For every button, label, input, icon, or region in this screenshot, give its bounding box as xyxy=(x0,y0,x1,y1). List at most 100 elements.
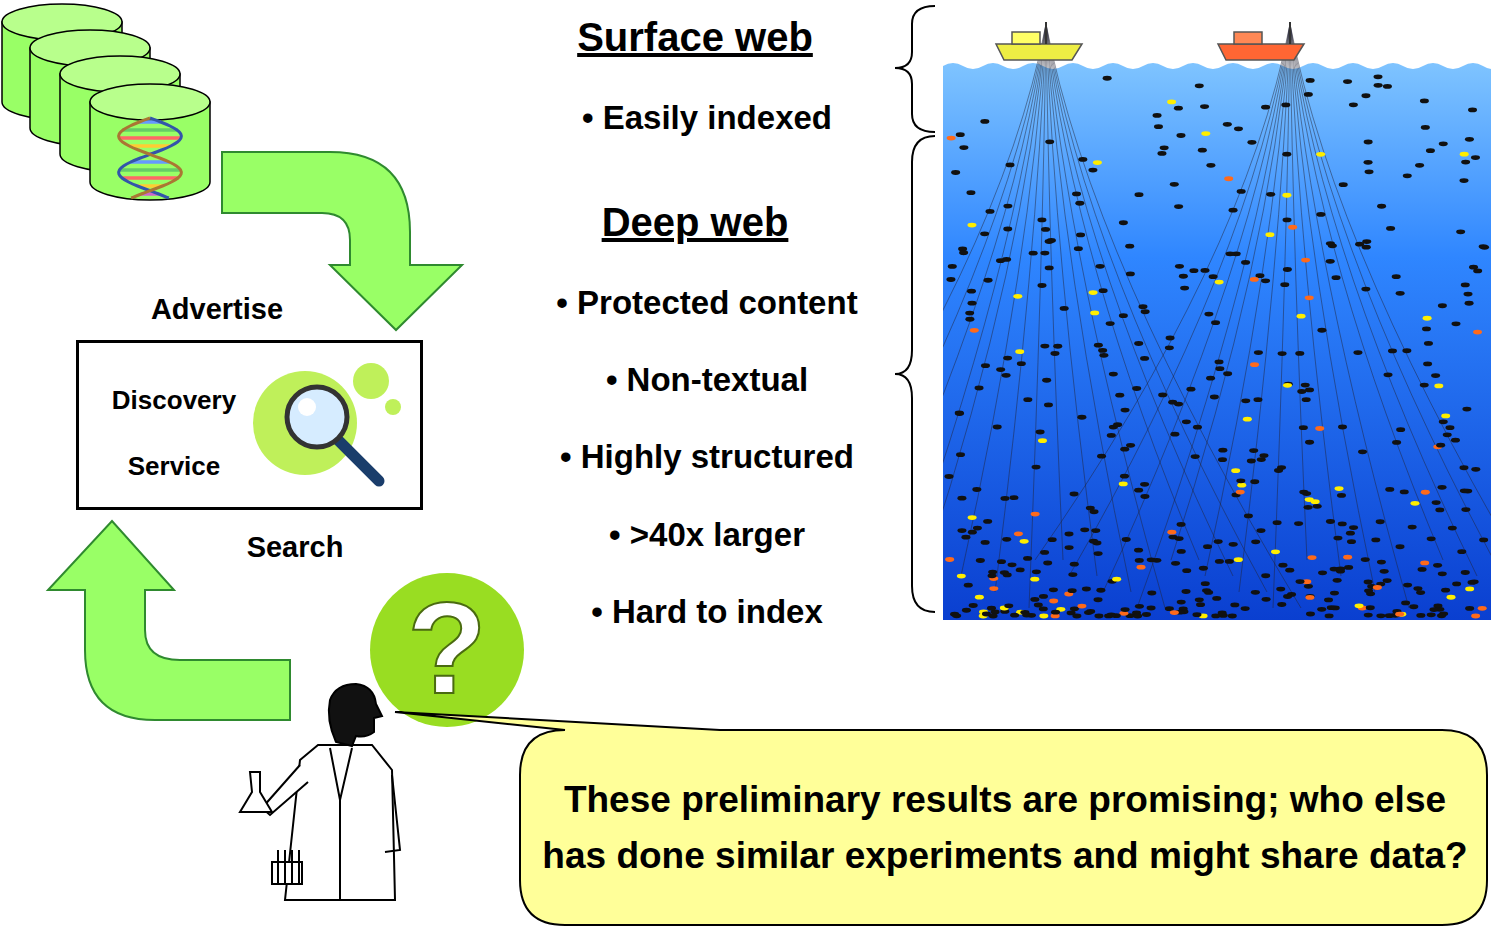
fish xyxy=(1433,563,1442,568)
fish xyxy=(956,452,965,457)
fish xyxy=(1074,246,1083,251)
fish xyxy=(1277,602,1286,607)
fish xyxy=(1401,601,1410,606)
fish xyxy=(1106,321,1115,326)
fish xyxy=(1366,605,1375,610)
fish xyxy=(972,487,981,492)
fish xyxy=(1471,155,1480,160)
fish xyxy=(1471,614,1480,619)
fish xyxy=(1223,122,1232,127)
fish xyxy=(1451,438,1460,443)
fish xyxy=(989,586,998,591)
brace-deep xyxy=(895,136,935,612)
fish xyxy=(1225,559,1234,564)
fish xyxy=(1296,579,1305,584)
fish xyxy=(1177,600,1186,605)
scientist xyxy=(240,684,400,900)
fish xyxy=(1380,569,1389,574)
fish xyxy=(1040,550,1049,555)
fish xyxy=(1030,577,1039,582)
fish xyxy=(1316,212,1325,217)
fish xyxy=(1423,362,1432,367)
fishing-line xyxy=(1290,24,1491,608)
fish xyxy=(1317,328,1326,333)
fish xyxy=(1253,397,1262,402)
fish xyxy=(945,557,954,562)
fish xyxy=(1078,157,1087,162)
fish xyxy=(1039,614,1048,619)
fish xyxy=(1176,133,1185,138)
fish xyxy=(952,613,961,618)
fish xyxy=(1408,525,1417,530)
fish xyxy=(1201,131,1210,136)
fish xyxy=(1006,162,1015,167)
fish xyxy=(1040,251,1049,256)
fish xyxy=(1461,507,1470,512)
fish xyxy=(1192,612,1201,617)
fish xyxy=(947,136,956,141)
fish xyxy=(1137,565,1146,570)
fish xyxy=(1324,597,1333,602)
fish xyxy=(1364,613,1373,618)
magnifier-icon xyxy=(79,343,426,513)
fish xyxy=(1299,425,1308,430)
fish xyxy=(1135,558,1144,563)
fish xyxy=(1470,579,1479,584)
fishing-line xyxy=(1239,24,1290,592)
fish xyxy=(1436,443,1445,448)
fish xyxy=(975,386,984,391)
fish xyxy=(1429,607,1438,612)
service-box: Discovery Service xyxy=(76,340,423,510)
fish xyxy=(1200,104,1209,109)
fish xyxy=(1134,548,1143,553)
fish xyxy=(1302,397,1311,402)
fish xyxy=(1435,507,1444,512)
fishing-line xyxy=(1137,24,1290,608)
fish xyxy=(1140,356,1149,361)
fish xyxy=(1091,528,1100,533)
fish xyxy=(1343,79,1352,84)
fish xyxy=(1273,520,1282,525)
fish xyxy=(1020,539,1029,544)
fish xyxy=(1050,351,1059,356)
fish xyxy=(1094,614,1103,619)
fish xyxy=(1376,519,1385,524)
fish xyxy=(981,540,990,545)
fish xyxy=(1174,204,1183,209)
fish xyxy=(1041,227,1050,232)
fish xyxy=(1364,580,1373,585)
text-area: These preliminary results are promising;… xyxy=(540,734,1470,922)
fish xyxy=(1134,192,1143,197)
fish xyxy=(955,411,964,416)
fish xyxy=(1335,486,1344,491)
fish xyxy=(1409,604,1418,609)
fish xyxy=(1094,551,1103,556)
bullet-item: • Non-textual xyxy=(606,361,808,399)
fish xyxy=(1147,606,1156,611)
fish xyxy=(1251,539,1260,544)
fish xyxy=(1403,583,1412,588)
fish xyxy=(1313,504,1322,509)
fish xyxy=(1465,137,1474,142)
fish xyxy=(1209,274,1218,279)
fish xyxy=(1230,603,1239,608)
fish xyxy=(1344,565,1353,570)
fish xyxy=(1278,351,1287,356)
fish xyxy=(1418,567,1427,572)
fish xyxy=(1438,571,1447,576)
fish xyxy=(1295,351,1304,356)
fishing-line xyxy=(1273,24,1290,608)
fish xyxy=(1037,218,1046,223)
fish xyxy=(1311,499,1320,504)
fish xyxy=(948,264,957,269)
fish xyxy=(1371,538,1380,543)
fish xyxy=(1304,584,1313,589)
fish xyxy=(1010,495,1019,500)
boat-orange xyxy=(1218,22,1304,60)
fishing-line xyxy=(1046,24,1301,608)
fish xyxy=(1285,568,1294,573)
fish xyxy=(1462,407,1471,412)
fish xyxy=(1306,594,1315,599)
fish xyxy=(1421,490,1430,495)
fish xyxy=(1281,102,1290,107)
